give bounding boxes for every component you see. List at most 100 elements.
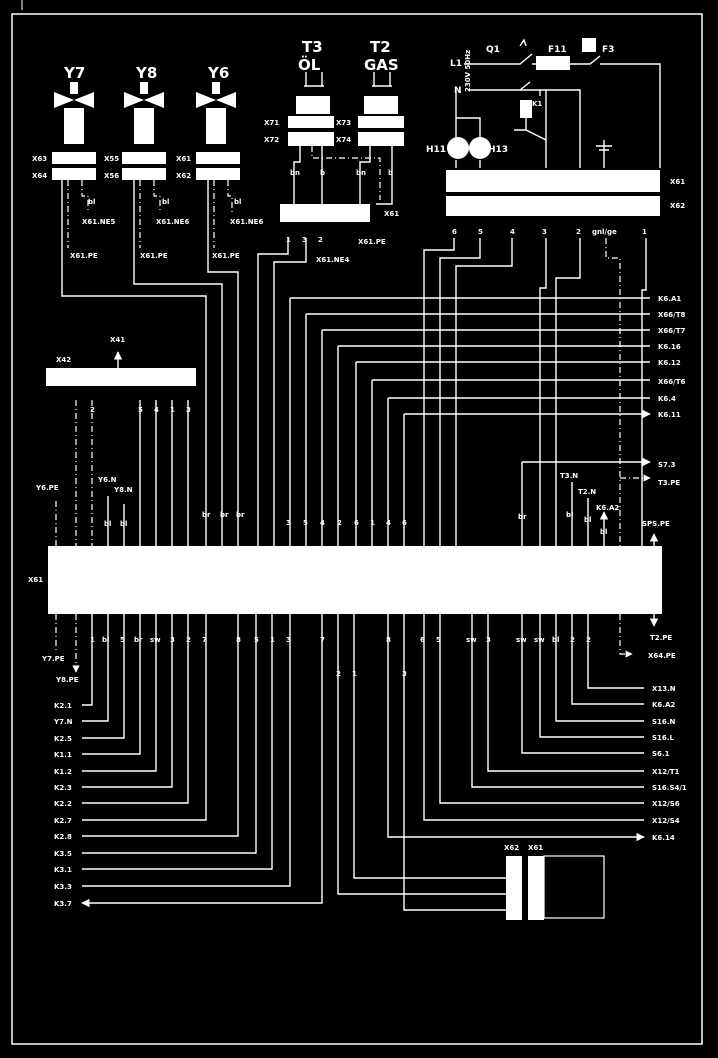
- lbl-lm2-5: 5: [436, 636, 441, 644]
- power-conn-top: X61: [670, 178, 685, 186]
- sensor-ref-ne4: X61.NE4: [316, 256, 349, 264]
- lbl-lm2-4: 6: [420, 636, 425, 644]
- valve-y8-bot-conn: X56: [104, 172, 119, 180]
- valve-y6-wire: bl: [234, 198, 241, 206]
- power-pin-5: 5: [478, 228, 483, 236]
- valve-y7-label: Y7: [63, 64, 85, 82]
- sensor-t2-sub: GAS: [364, 56, 399, 74]
- ref-s61: S6.1: [652, 750, 670, 758]
- lbl-pm3: 2: [337, 519, 342, 527]
- valve-y6-ref: X61.NE6: [230, 218, 263, 226]
- sensor-t3-sub: ÖL: [298, 55, 321, 74]
- sensor-t2-top-conn: X73: [336, 119, 351, 127]
- ref-x13n: X13.N: [652, 685, 676, 693]
- main-terminal-x61: X61: [28, 546, 662, 614]
- ref-k64: K6.4: [658, 395, 676, 403]
- lbl-bl3: bl: [566, 511, 573, 519]
- lbl-br3: br: [236, 511, 245, 519]
- sensor-t3-top-conn: X71: [264, 119, 279, 127]
- valve-y6-bot-conn: X62: [176, 172, 191, 180]
- sensor-wire-bn-2: bn: [356, 169, 366, 177]
- valve-y7-bot-conn: X64: [32, 172, 47, 180]
- ref-y7n: Y7.N: [53, 718, 73, 726]
- valve-y8-pe: X61.PE: [140, 252, 168, 260]
- ref-k6a1: K6.A1: [658, 295, 681, 303]
- ref-k612: K6.12: [658, 359, 681, 367]
- valve-y8-label: Y8: [135, 64, 157, 82]
- valve-y7: Y7 X63 X64 bl X61.NE5 X61.PE: [32, 64, 115, 260]
- ref-k25: K2.5: [54, 735, 72, 743]
- sensor-wire-bn-1: bn: [290, 169, 300, 177]
- ref-k12: K1.2: [54, 768, 72, 776]
- bottom-conn-left: X62: [504, 844, 519, 852]
- ref-x66t7: X66/T7: [658, 327, 685, 335]
- lbl-t2n: T2.N: [578, 488, 596, 496]
- power-pin-3: 3: [542, 228, 547, 236]
- lbl-pl2: 5: [120, 636, 125, 644]
- ref-k611: K6.11: [658, 411, 681, 419]
- sensor-block-label: X61: [384, 210, 399, 218]
- ref-s16s4: S16.S4/1: [652, 784, 687, 792]
- valve-y8-ref: X61.NE6: [156, 218, 189, 226]
- label-h11: H11: [426, 145, 446, 155]
- sensor-t2-label: T2: [370, 38, 391, 56]
- valve-y8-top-conn: X55: [104, 155, 119, 163]
- ref-t3pe: T3.PE: [658, 479, 680, 487]
- lbl-pl1: bl: [102, 636, 109, 644]
- power-pin-4: 4: [510, 228, 515, 236]
- label-n: N: [454, 86, 462, 96]
- power-pin-2: 2: [576, 228, 581, 236]
- label-q1: Q1: [486, 45, 500, 55]
- power-section: Q1 F11 F3 L1 N H11 H13 K1 230V 50Hz X61 …: [426, 38, 685, 236]
- label-k1: K1: [532, 100, 542, 108]
- ref-k28: K2.8: [54, 833, 72, 841]
- power-pin-6: 6: [452, 228, 457, 236]
- label-l1: L1: [450, 59, 462, 69]
- x42-block: X42 X41 2 5 4 1 3: [46, 336, 196, 414]
- ref-x12s4: X12/S4: [652, 817, 680, 825]
- valve-y8-wire: bl: [162, 198, 169, 206]
- sensor-t2: T2 GAS X73 X74: [336, 38, 404, 146]
- lower-wire-labels: Y7.PE Y8.PE 1 bl 5 br sw 3 2 7 8 5 1 3 7…: [41, 634, 676, 684]
- x42-x41: X41: [110, 336, 125, 344]
- sensor-wire-b-2: b: [388, 169, 393, 177]
- sensor-t2-bot-conn: X74: [336, 136, 351, 144]
- ref-k37: K3.7: [54, 900, 72, 908]
- bottom-connector: X62 X61: [504, 844, 605, 920]
- lbl-y8pe: Y8.PE: [55, 676, 79, 684]
- sensor-t3-label: T3: [302, 38, 323, 56]
- ref-k23: K2.3: [54, 784, 72, 792]
- lbl-y8n: Y8.N: [113, 486, 133, 494]
- valve-y6: Y6 X61 X62 bl X61.NE6 X61.PE: [176, 64, 263, 260]
- sensor-t3-bot-conn: X72: [264, 136, 279, 144]
- lbl-pm0: 3: [286, 519, 291, 527]
- lbl-t2pe: T2.PE: [650, 634, 672, 642]
- ref-k35: K3.5: [54, 850, 72, 858]
- valve-y6-label: Y6: [207, 64, 229, 82]
- ref-k11: K1.1: [54, 751, 72, 759]
- upper-wire-labels: Y6.PE Y6.N Y8.N bl bl br br br 3 5 4 2 6…: [35, 472, 670, 536]
- label-vac: 230V 50Hz: [464, 50, 472, 92]
- lbl-x64pe: X64.PE: [648, 652, 676, 660]
- power-conn-bot: X62: [670, 202, 685, 210]
- valve-y7-wire: bl: [88, 198, 95, 206]
- sensor-pin-2: 2: [318, 236, 323, 244]
- ref-k27: K2.7: [54, 817, 72, 825]
- lbl-spspe: SPS.PE: [642, 520, 670, 528]
- sensor-ref-pe: X61.PE: [358, 238, 386, 246]
- valve-y7-top-conn: X63: [32, 155, 47, 163]
- lbl-k6a2: K6.A2: [596, 504, 619, 512]
- bottom-conn-right: X61: [528, 844, 543, 852]
- ref-x12s6: X12/S6: [652, 800, 680, 808]
- valve-y7-ref: X61.NE5: [82, 218, 115, 226]
- power-pin-gnl: gnl/ge: [592, 228, 617, 236]
- power-pin-1: 1: [642, 228, 647, 236]
- diagram-frame: [11, 13, 703, 1045]
- main-label: X61: [28, 576, 43, 584]
- ref-s16n: S16.N: [652, 718, 675, 726]
- left-refs: K2.1 Y7.N K2.5 K1.1 K1.2 K2.3 K2.2 K2.7 …: [53, 702, 73, 908]
- lbl-lm3: 3: [286, 636, 291, 644]
- valve-y7-pe: X61.PE: [70, 252, 98, 260]
- valve-y6-top-conn: X61: [176, 155, 191, 163]
